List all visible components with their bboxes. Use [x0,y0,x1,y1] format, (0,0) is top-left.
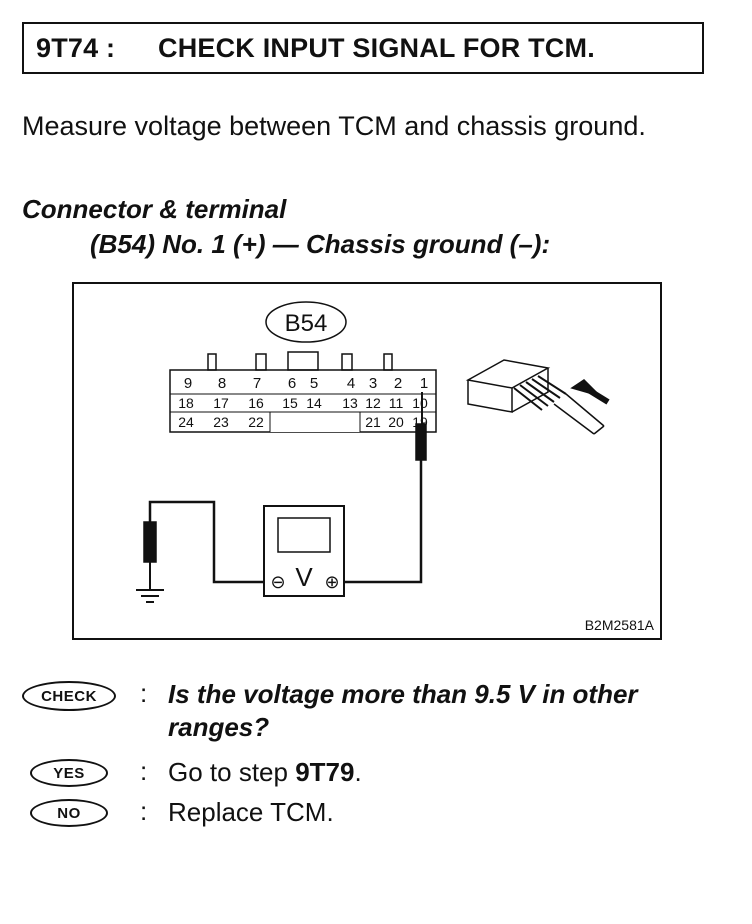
voltmeter: V ⊖ ⊕ [263,505,345,597]
plus-terminal-icon: ⊕ [324,572,339,592]
terminal: 9 [184,375,192,392]
terminal-row-3: 24 23 22 21 20 19 [178,414,428,430]
terminal-row-1: 9 8 7 6 5 4 3 2 1 [184,375,428,392]
check-colon: : [140,678,148,708]
terminal: 10 [412,395,428,411]
terminal: 4 [347,375,355,392]
step-title-box: 9T74 : CHECK INPUT SIGNAL FOR TCM. [22,22,704,74]
terminal: 23 [213,414,229,430]
check-row: CHECK : Is the voltage more than 9.5 V i… [22,678,638,742]
meter-unit: V [295,562,313,592]
yes-text: Go to step [168,757,296,787]
figure-ref-code: B2M2581A [585,617,655,633]
terminal: 2 [394,375,402,392]
negative-probe [143,500,264,590]
terminal: 18 [178,395,194,411]
terminal-row-2: 18 17 16 15 14 13 12 11 10 [178,395,428,411]
terminal: 1 [420,375,428,392]
diagram-drawing: B54 9 8 7 6 5 4 3 2 1 18 17 16 [136,301,655,633]
yes-suffix: . [354,757,362,787]
connector-spec: (B54) No. 1 (+) — Chassis ground (–): [90,229,551,259]
yes-row: YES : Go to step 9T79. [22,756,362,787]
check-question: Is the voltage more than 9.5 V in other … [168,679,638,742]
terminal: 15 [282,395,298,411]
terminal: 5 [310,375,318,392]
connector-id-label: B54 [285,310,328,337]
minus-terminal-icon: ⊖ [270,572,285,592]
terminal: 12 [365,395,381,411]
terminal: 7 [253,375,261,392]
terminal: 24 [178,414,194,430]
terminal: 20 [388,414,404,430]
terminal: 11 [389,395,404,411]
ground-icon [136,589,164,603]
terminal: 21 [365,414,381,430]
positive-probe [344,392,427,584]
yes-badge: YES [30,759,108,787]
connector-side-view-icon [465,359,610,435]
no-badge: NO [30,799,108,827]
terminal: 16 [248,395,264,411]
yes-colon: : [140,756,148,786]
connector-label: Connector & terminal [22,194,287,224]
terminal: 17 [213,395,229,411]
terminal: 14 [306,395,322,411]
no-colon: : [140,796,148,826]
no-answer: Replace TCM. [168,797,334,827]
no-row: NO : Replace TCM. [22,796,334,827]
yes-answer: Go to step 9T79. [168,756,728,789]
terminal: 13 [342,395,358,411]
terminal: 8 [218,375,226,392]
yes-step-link[interactable]: 9T79 [295,757,355,787]
intro-text: Measure voltage between TCM and chassis … [22,111,646,141]
check-badge: CHECK [22,681,116,711]
connector-body [169,351,437,433]
terminal: 6 [288,375,296,392]
step-code: 9T74 : [36,32,116,63]
terminal: 3 [369,375,377,392]
connector-id-bubble [265,301,347,343]
wiring-diagram: B54 9 8 7 6 5 4 3 2 1 18 17 16 [72,282,662,640]
terminal: 22 [248,414,264,430]
step-title: CHECK INPUT SIGNAL FOR TCM. [158,32,595,63]
